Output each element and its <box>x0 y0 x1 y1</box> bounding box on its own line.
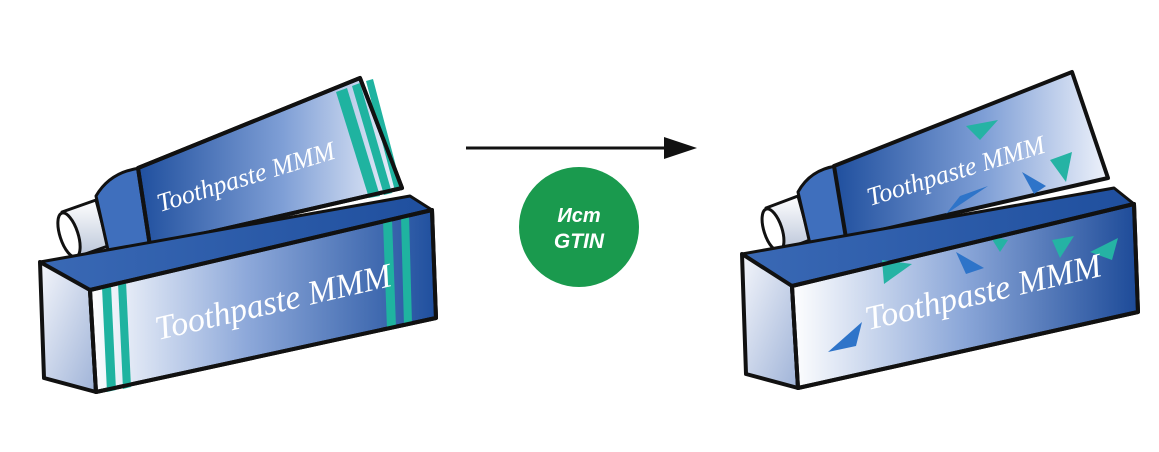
badge-line2: GTIN <box>554 230 605 253</box>
arrow-head-icon <box>664 137 697 159</box>
package-before: Toothpaste MMM Toothpaste MMM <box>40 78 436 392</box>
gtin-badge: Ист GTIN <box>519 167 639 287</box>
change-arrow <box>466 137 697 159</box>
badge-line1: Ист <box>557 205 600 227</box>
package-after: Toothpaste MMM Toothpaste MMM <box>742 72 1138 388</box>
badge-circle <box>519 167 639 287</box>
